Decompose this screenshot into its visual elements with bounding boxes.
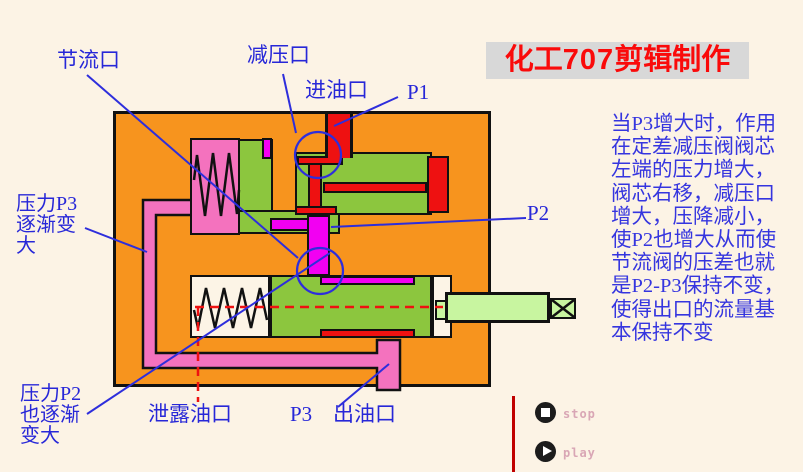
- upper-magenta-slot: [262, 138, 272, 159]
- lower-magenta-slot: [320, 276, 415, 285]
- lower-spring-chamber: [190, 275, 270, 338]
- description-text: 当P3增大时，作用 在定差减压阀阀芯 左端的压力增大， 阀芯右移，减压口 增大，…: [611, 113, 785, 344]
- label-pressure-p3: 压力P3 逐渐变 大: [16, 193, 78, 257]
- spool-end-cap: [427, 156, 449, 213]
- page-title: 化工707剪辑制作: [486, 42, 749, 79]
- label-inlet-port: 进油口: [305, 78, 368, 102]
- stop-button[interactable]: [535, 402, 556, 423]
- poppet-bottom-flange: [295, 206, 337, 215]
- label-p1: P1: [407, 80, 430, 104]
- label-p3: P3: [290, 402, 313, 426]
- play-icon: [543, 446, 552, 456]
- stop-button-label[interactable]: stop: [563, 407, 596, 421]
- player-divider-line: [512, 396, 515, 472]
- label-p2: P2: [527, 201, 550, 225]
- play-button[interactable]: [535, 441, 556, 462]
- spool-stem: [323, 182, 427, 193]
- poppet-stem: [308, 163, 322, 208]
- lower-red-slot: [320, 329, 415, 338]
- piston-rod: [445, 292, 550, 323]
- rod-anchor-box: [550, 298, 576, 319]
- label-throttle-port: 节流口: [57, 48, 120, 72]
- stop-icon: [541, 408, 550, 417]
- label-leak-port: 泄露油口: [148, 402, 232, 426]
- throttle-stem-magenta: [307, 215, 330, 276]
- label-outlet-port: 出油口: [333, 402, 396, 426]
- p2-channel-stub: [270, 218, 309, 231]
- label-pressure-p2: 压力P2 也逐渐 变大: [20, 383, 82, 447]
- inlet-channel-p1: [325, 114, 353, 158]
- label-reducing-port: 减压口: [247, 43, 310, 67]
- play-button-label[interactable]: play: [563, 446, 596, 460]
- upper-spring-chamber: [190, 138, 240, 235]
